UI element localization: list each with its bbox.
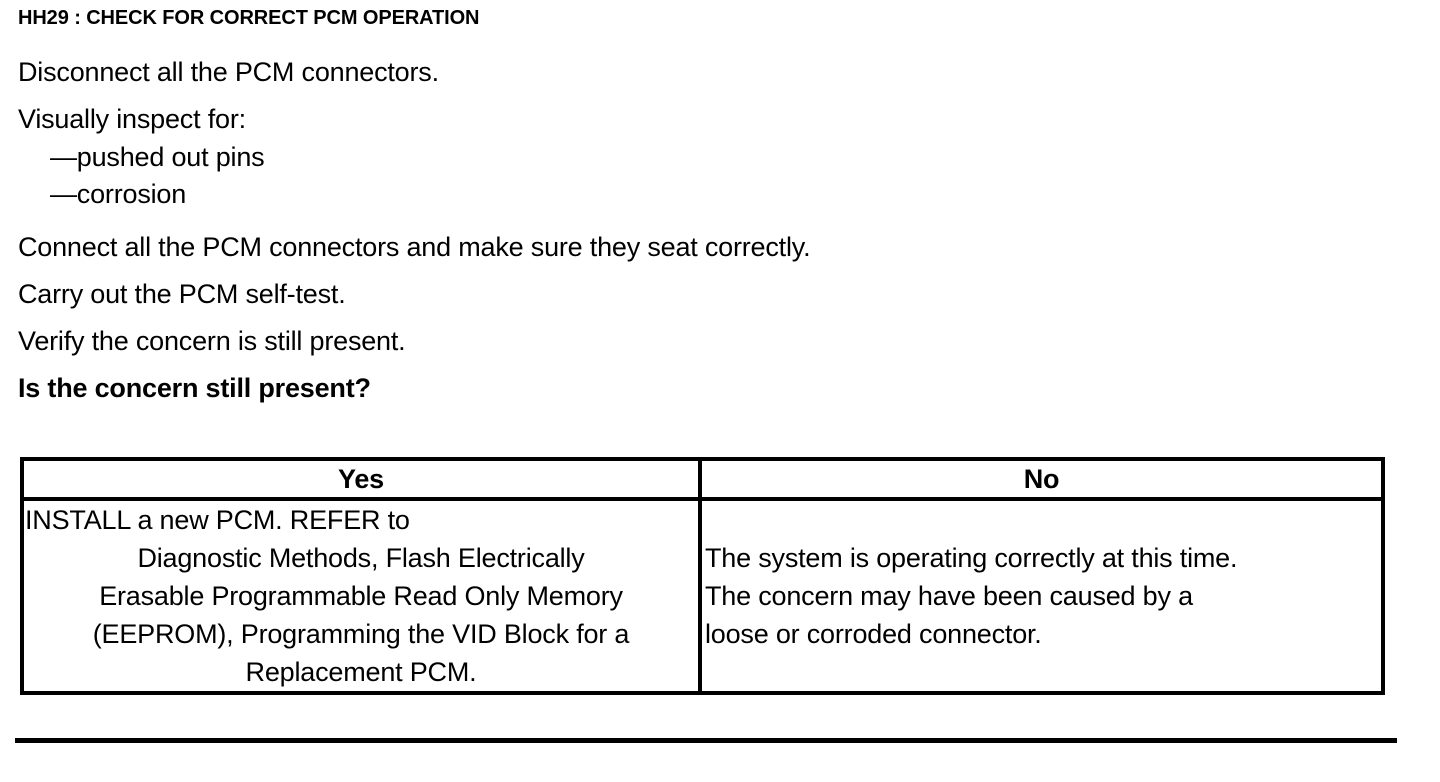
cell-line: loose or corroded connector.	[705, 619, 1042, 649]
instruction-list: Disconnect all the PCM connectors. Visua…	[18, 49, 1408, 412]
list-item: —pushed out pins	[50, 142, 265, 172]
cell-line: The concern may have been caused by a	[705, 581, 1193, 611]
cell-no-action: The system is operating correctly at thi…	[700, 499, 1381, 691]
cell-line: Erasable Programmable Read Only Memory	[99, 581, 623, 611]
cell-yes-action: INSTALL a new PCM. REFER to Diagnostic M…	[24, 499, 702, 691]
cell-line: The system is operating correctly at thi…	[705, 543, 1238, 573]
table-row: INSTALL a new PCM. REFER to Diagnostic M…	[24, 499, 1381, 691]
cell-line: (EEPROM), Programming the VID Block for …	[92, 619, 630, 649]
page-title: HH29 : CHECK FOR CORRECT PCM OPERATION	[18, 7, 480, 29]
cell-line: INSTALL a new PCM. REFER to	[25, 505, 410, 535]
instruction-line: Verify the concern is still present.	[18, 326, 406, 356]
footer-divider	[15, 738, 1397, 743]
instruction-line: Carry out the PCM self-test.	[18, 279, 346, 309]
decision-question: Is the concern still present?	[18, 373, 371, 403]
column-header-no: No	[700, 461, 1381, 501]
inspection-sub-list: —pushed out pins —corrosion	[18, 139, 1408, 213]
cell-line: Replacement PCM.	[245, 657, 477, 687]
cell-line: Diagnostic Methods, Flash Electrically	[137, 543, 585, 573]
decision-table: Yes No INSTALL a new PCM. REFER to Diagn…	[20, 457, 1385, 695]
list-item: —corrosion	[50, 179, 187, 209]
instruction-line: Connect all the PCM connectors and make …	[18, 232, 811, 262]
instruction-line: Visually inspect for:	[18, 104, 246, 134]
table-header-row: Yes No	[24, 461, 1381, 501]
instruction-line: Disconnect all the PCM connectors.	[18, 57, 439, 87]
column-header-yes: Yes	[24, 461, 702, 501]
